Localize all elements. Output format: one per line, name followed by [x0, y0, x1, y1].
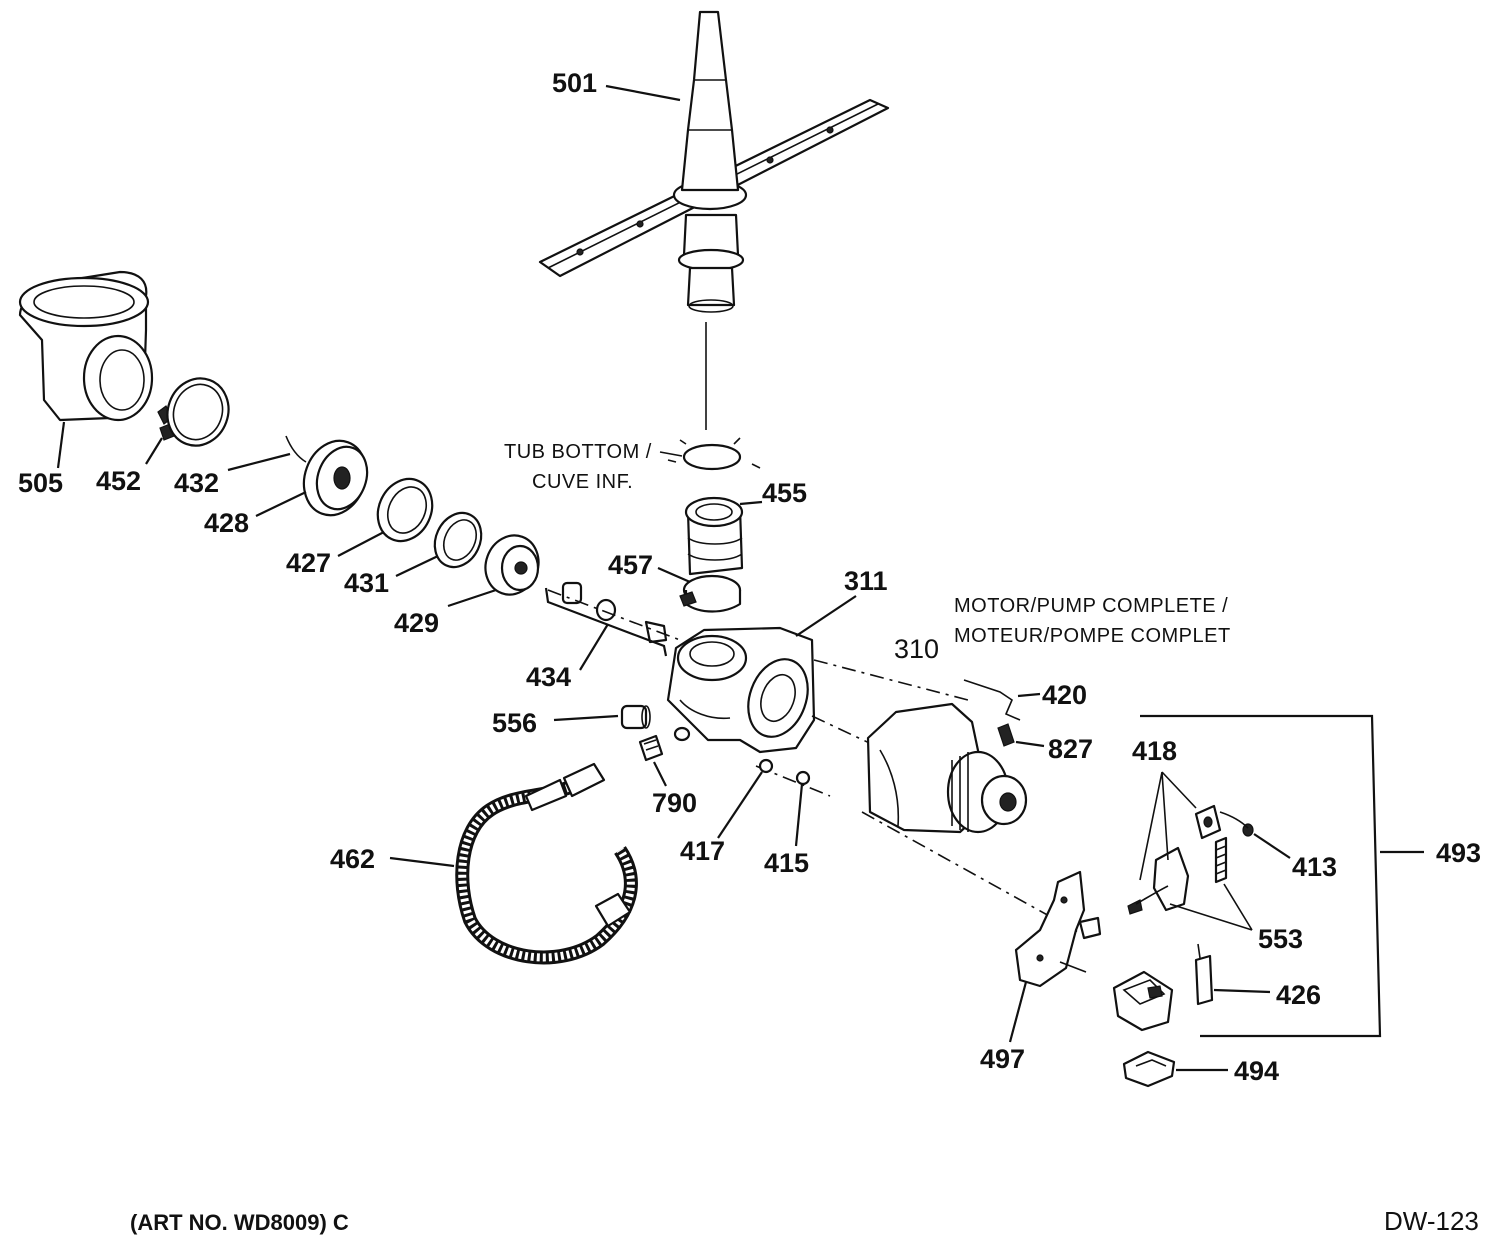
- part-427-gasket: [376, 477, 434, 543]
- label-493: 493: [1436, 838, 1481, 868]
- part-310-motor: [866, 702, 1028, 834]
- label-434: 434: [526, 662, 571, 692]
- note-motor-line2: MOTEUR/POMPE COMPLET: [954, 625, 1231, 647]
- label-556: 556: [492, 708, 537, 738]
- part-311-pump-housing: [666, 626, 816, 754]
- footer-art-number: (ART NO. WD8009) C: [130, 1210, 349, 1235]
- part-455-cylinder: [684, 496, 744, 576]
- part-420-wire: [963, 679, 1021, 721]
- part-417-nut: [758, 758, 774, 774]
- label-417: 417: [680, 836, 725, 866]
- leader-lines: [56, 84, 1291, 1072]
- part-431-ring: [433, 511, 483, 569]
- label-452: 452: [96, 466, 141, 496]
- part-428-wheel: [285, 435, 369, 517]
- label-457: 457: [608, 550, 653, 580]
- label-413: 413: [1292, 852, 1337, 882]
- part-790-spring: [638, 734, 664, 762]
- notes: TUB BOTTOM / CUVE INF. MOTOR/PUMP COMPLE…: [504, 441, 1231, 647]
- part-418-switch-parts: [1127, 804, 1254, 915]
- label-431: 431: [344, 568, 389, 598]
- label-429: 429: [394, 608, 439, 638]
- part-827-clip: [997, 723, 1015, 747]
- label-827: 827: [1048, 734, 1093, 764]
- note-tub-bottom-line1: TUB BOTTOM /: [504, 441, 652, 463]
- label-428: 428: [204, 508, 249, 538]
- note-tub-bottom-line2: CUVE INF.: [532, 471, 633, 493]
- part-553-spring: [1214, 836, 1228, 884]
- label-501: 501: [552, 68, 597, 98]
- label-455: 455: [762, 478, 807, 508]
- part-432-ring: [166, 377, 230, 447]
- label-553: 553: [1258, 924, 1303, 954]
- label-311: 311: [844, 566, 888, 596]
- part-434-fittings: [547, 581, 681, 644]
- label-427: 427: [286, 548, 331, 578]
- label-415: 415: [764, 848, 809, 878]
- label-462: 462: [330, 844, 375, 874]
- part-415-washer: [795, 770, 811, 786]
- part-494-pad: [1122, 1050, 1176, 1088]
- label-426: 426: [1276, 980, 1321, 1010]
- label-420: 420: [1042, 680, 1087, 710]
- part-429-impeller: [484, 534, 540, 596]
- label-418: 418: [1132, 736, 1177, 766]
- label-505: 505: [18, 468, 63, 498]
- note-motor-line1: MOTOR/PUMP COMPLETE /: [954, 595, 1228, 617]
- part-497-bracket: [1014, 870, 1102, 988]
- label-497: 497: [980, 1044, 1025, 1074]
- tub-bottom-seal: [667, 437, 761, 471]
- footer-page-code: DW-123: [1384, 1206, 1479, 1236]
- part-457-clamp: [679, 574, 742, 613]
- part-labels: 501 505 452 432 428 427 431 429 455 457 …: [18, 68, 1481, 1086]
- label-790: 790: [652, 788, 697, 818]
- part-426-pin: [1194, 943, 1214, 1006]
- part-462-hose: [455, 762, 638, 965]
- switch-block: [1112, 970, 1174, 1032]
- part-556-cap: [620, 704, 651, 730]
- part-505-sump-housing: [18, 270, 154, 422]
- label-432: 432: [174, 468, 219, 498]
- part-501-spray-arm: [538, 10, 890, 313]
- label-310: 310: [894, 634, 939, 664]
- label-494: 494: [1234, 1056, 1279, 1086]
